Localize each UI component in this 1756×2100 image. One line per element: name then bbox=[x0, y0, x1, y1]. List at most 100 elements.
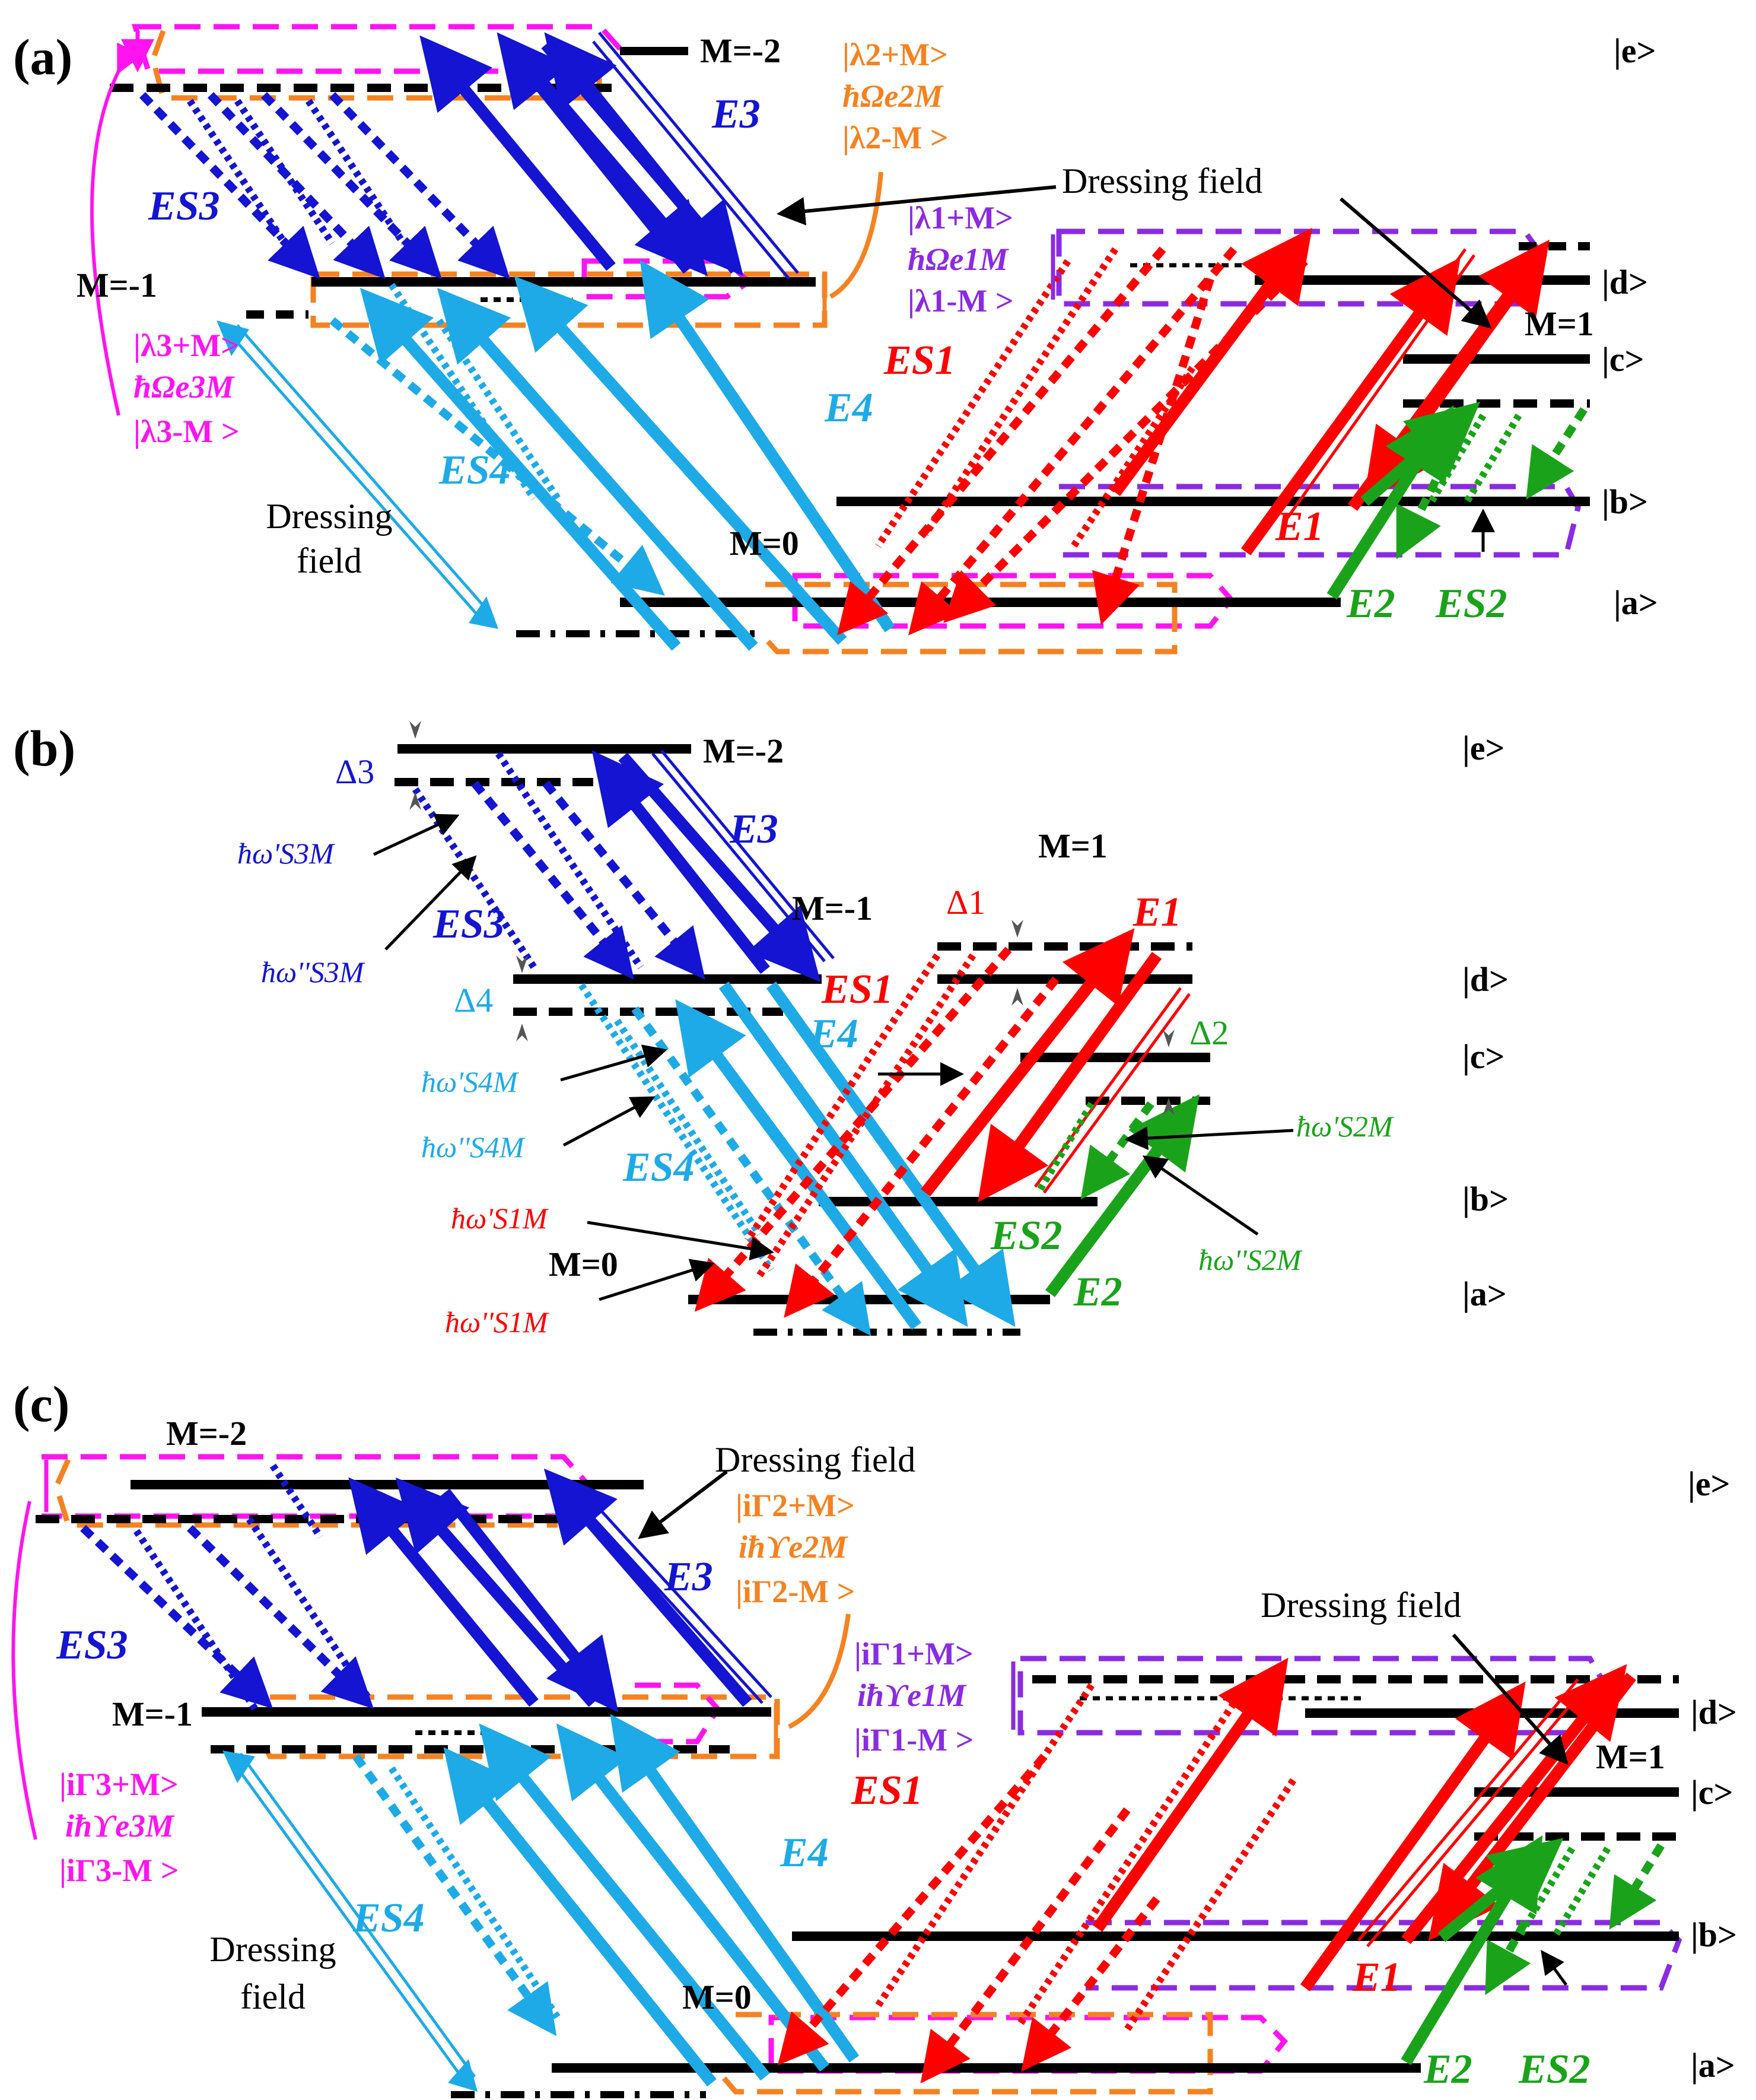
dressed-e2-plus: |iΓ2+M> bbox=[736, 1488, 855, 1523]
dressed-e1-plus: |λ1+M> bbox=[908, 200, 1013, 236]
dressed-e2-upsilon: iħϒe2M bbox=[739, 1529, 848, 1565]
dressed-e1-minus: |iΓ1-M > bbox=[854, 1722, 974, 1758]
es1-wavy bbox=[875, 1683, 1296, 2032]
state-e: |e> bbox=[1462, 729, 1505, 767]
dressed-e2-omega: ħΩe2M bbox=[842, 78, 944, 114]
label-es3: ES3 bbox=[56, 1622, 128, 1668]
omega-s4-prime: ħω'S4M bbox=[421, 1065, 519, 1098]
state-a: |a> bbox=[1691, 2046, 1735, 2085]
es4-dashed-arrows bbox=[329, 317, 665, 596]
state-e: |e> bbox=[1688, 1464, 1730, 1503]
omega-s1-prime: ħω'S1M bbox=[451, 1202, 549, 1235]
dressing-left-line1: Dressing bbox=[266, 497, 392, 536]
label-e3: E3 bbox=[729, 806, 778, 852]
m-label-0: M=0 bbox=[549, 1245, 618, 1283]
dressed-e3-upsilon: iħϒe3M bbox=[65, 1808, 175, 1844]
dressing-pointer-2 bbox=[1340, 197, 1492, 329]
state-d: |d> bbox=[1691, 1693, 1737, 1732]
es4-dashed bbox=[352, 1753, 557, 2037]
label-es2: ES2 bbox=[990, 1213, 1062, 1259]
e1-dressing bbox=[1357, 1678, 1588, 1947]
m-label-minus1: M=-1 bbox=[792, 889, 873, 927]
dressing-field-right: Dressing field bbox=[1261, 1586, 1461, 1625]
dressed-e3-minus: |λ3-M > bbox=[133, 414, 240, 449]
label-es2: ES2 bbox=[1518, 2047, 1590, 2092]
es1-wavy bbox=[745, 953, 976, 1278]
e4-solid-arrows bbox=[675, 981, 1016, 1330]
m-label-1: M=1 bbox=[1596, 1737, 1665, 1776]
panel-c: (c) bbox=[11, 1375, 1737, 2098]
dressing-left-line1: Dressing bbox=[209, 1930, 336, 1969]
dressing-left-line2: field bbox=[297, 541, 362, 580]
e4-solid-arrows bbox=[443, 1714, 860, 2087]
label-e3: E3 bbox=[711, 91, 761, 137]
dressing-field-label: Dressing field bbox=[1062, 161, 1262, 201]
e3-dressing bbox=[574, 1491, 772, 1704]
omega-s3-dprime: ħω''S3M bbox=[261, 955, 365, 989]
es1-dashed-arrows bbox=[836, 246, 1308, 636]
e3-dressing-arrow bbox=[592, 31, 799, 280]
es4-wavy bbox=[389, 1766, 561, 2020]
m-label-0: M=0 bbox=[682, 1978, 752, 2016]
state-a: |a> bbox=[1614, 583, 1658, 622]
dressing-pointer-1 bbox=[638, 1470, 728, 1539]
m-label-minus2: M=-2 bbox=[166, 1414, 247, 1453]
label-es1: ES1 bbox=[883, 338, 956, 383]
orange-curve bbox=[829, 171, 883, 299]
panel-label: (a) bbox=[13, 28, 72, 85]
state-a: |a> bbox=[1462, 1275, 1507, 1313]
m-label-minus2: M=-2 bbox=[700, 31, 781, 70]
e3-solid-arrows bbox=[591, 750, 821, 983]
es2-pointer bbox=[1541, 1949, 1568, 1986]
e3-dressing bbox=[651, 749, 835, 962]
label-e1: E1 bbox=[1133, 889, 1182, 935]
es2-dashed bbox=[1485, 1843, 1665, 1996]
label-es3: ES3 bbox=[432, 901, 505, 947]
es1-wavy bbox=[875, 247, 1195, 548]
es3-dashed-arrows bbox=[139, 92, 510, 279]
label-es4: ES4 bbox=[438, 447, 511, 493]
dressed-e3-omega: ħΩe3M bbox=[133, 369, 235, 405]
m-label-minus1: M=-1 bbox=[77, 266, 157, 304]
label-e4: E4 bbox=[780, 1830, 829, 1876]
label-es2: ES2 bbox=[1435, 581, 1507, 627]
state-b: |b> bbox=[1691, 1915, 1737, 1954]
label-es3: ES3 bbox=[148, 183, 220, 229]
magenta-curve bbox=[90, 42, 143, 416]
label-e2: E2 bbox=[1346, 581, 1395, 627]
dressed-e1-plus: |iΓ1+M> bbox=[854, 1636, 974, 1672]
dressing-pointer-2 bbox=[1452, 1634, 1569, 1765]
omega-s2-prime: ħω'S2M bbox=[1296, 1110, 1394, 1143]
m-label-minus1: M=-1 bbox=[112, 1695, 193, 1733]
omega-s4-dprime: ħω''S4M bbox=[421, 1130, 526, 1164]
label-e1: E1 bbox=[1352, 1955, 1401, 2000]
e1-solid-arrows bbox=[921, 928, 1162, 1203]
dressed-e3-minus: |iΓ3-M > bbox=[59, 1853, 179, 1888]
e2-solid-arrows bbox=[1326, 401, 1481, 600]
omega-s1-dprime: ħω''S1M bbox=[445, 1305, 549, 1339]
label-e3: E3 bbox=[664, 1554, 713, 1600]
state-b: |b> bbox=[1462, 1180, 1509, 1218]
dressed-e1-upsilon: iħϒe1M bbox=[857, 1678, 967, 1713]
dressed-e2-minus: |iΓ2-M > bbox=[736, 1574, 855, 1609]
e1-dressing-arrow bbox=[1274, 248, 1476, 523]
omega-s3-prime: ħω'S3M bbox=[237, 837, 335, 870]
dressed-box-orange-mid bbox=[310, 271, 828, 328]
state-b: |b> bbox=[1602, 482, 1648, 521]
e1-solid-arrows bbox=[1092, 1657, 1636, 1991]
es3-wavy bbox=[187, 99, 406, 246]
dressed-box-orange-low bbox=[715, 2012, 1213, 2095]
magenta-curve bbox=[11, 1501, 37, 1840]
e3-solid-arrows bbox=[348, 1468, 752, 1713]
e3-solid-arrows bbox=[419, 32, 743, 277]
es4-wavy bbox=[578, 983, 774, 1272]
detuning-3: Δ3 bbox=[335, 752, 374, 791]
orange-curve bbox=[788, 1613, 851, 1729]
state-c: |c> bbox=[1462, 1037, 1505, 1076]
panel-label: (c) bbox=[13, 1375, 69, 1432]
detuning-2: Δ2 bbox=[1189, 1014, 1229, 1052]
dressed-box-orange bbox=[53, 1459, 558, 1528]
dressing-pointer-1 bbox=[777, 185, 1057, 225]
detuning-1: Δ1 bbox=[946, 883, 985, 922]
